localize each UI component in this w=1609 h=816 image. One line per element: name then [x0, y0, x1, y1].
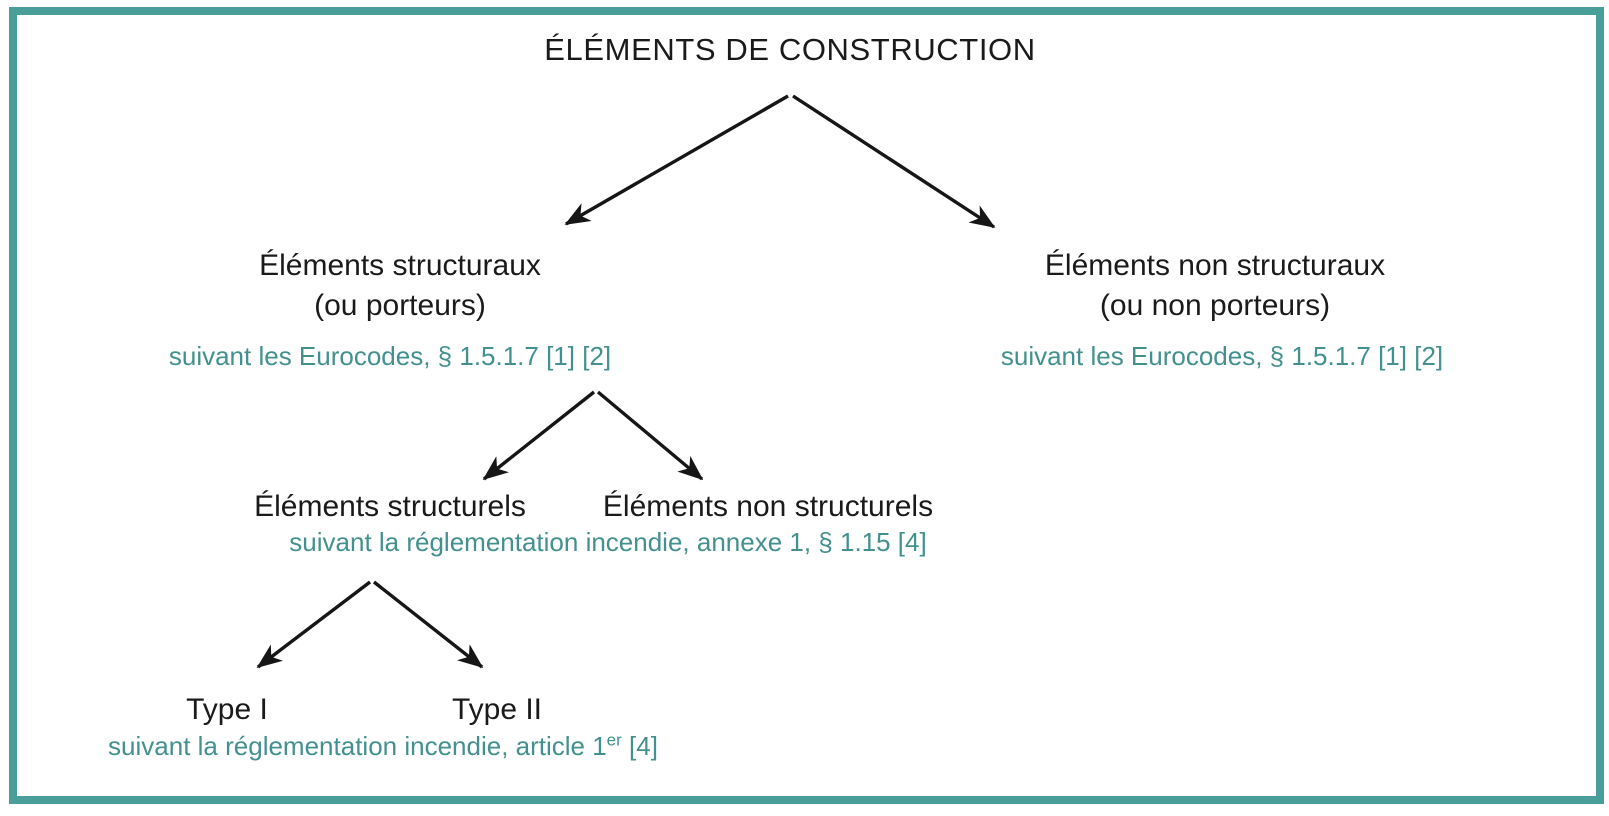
- node-elements-non-structuraux: Éléments non structuraux (ou non porteur…: [1045, 246, 1385, 326]
- node-elements-structuraux-line1: Éléments structuraux: [259, 249, 541, 282]
- node-type-ii: Type II: [451, 693, 543, 726]
- arrow-structuraux-to-structurels-icon: [482, 390, 596, 481]
- diagram-title: ÉLÉMENTS DE CONSTRUCTION: [544, 32, 1036, 67]
- arrow-structuraux-to-non-structurels-icon: [596, 390, 704, 481]
- note-reglementation-incendie-article: suivant la réglementation incendie, arti…: [108, 731, 658, 762]
- note-article-superscript: er: [606, 730, 622, 750]
- arrow-root-to-structuraux-icon: [564, 94, 789, 226]
- node-elements-non-structurels: Éléments non structurels: [602, 490, 934, 523]
- node-elements-non-structuraux-line2: (ou non porteurs): [1099, 289, 1331, 322]
- node-elements-structuraux: Éléments structuraux (ou porteurs): [259, 246, 541, 326]
- note-reglementation-incendie-annexe: suivant la réglementation incendie, anne…: [289, 527, 927, 557]
- node-elements-structuraux-line2: (ou porteurs): [314, 289, 486, 322]
- arrow-root-to-non-structuraux-icon: [792, 94, 996, 229]
- arrow-structurels-to-type-ii-icon: [372, 580, 484, 669]
- arrow-structurels-to-type-i-icon: [256, 580, 372, 669]
- note-structuraux-eurocodes: suivant les Eurocodes, § 1.5.1.7 [1] [2]: [168, 341, 612, 371]
- node-elements-structurels: Éléments structurels: [254, 490, 526, 523]
- note-article-suffix: [4]: [621, 731, 658, 761]
- node-elements-non-structuraux-line1: Éléments non structuraux: [1044, 249, 1386, 282]
- note-article-prefix: suivant la réglementation incendie, arti…: [108, 731, 607, 761]
- node-type-i: Type I: [186, 693, 268, 726]
- note-non-structuraux-eurocodes: suivant les Eurocodes, § 1.5.1.7 [1] [2]: [1000, 341, 1444, 371]
